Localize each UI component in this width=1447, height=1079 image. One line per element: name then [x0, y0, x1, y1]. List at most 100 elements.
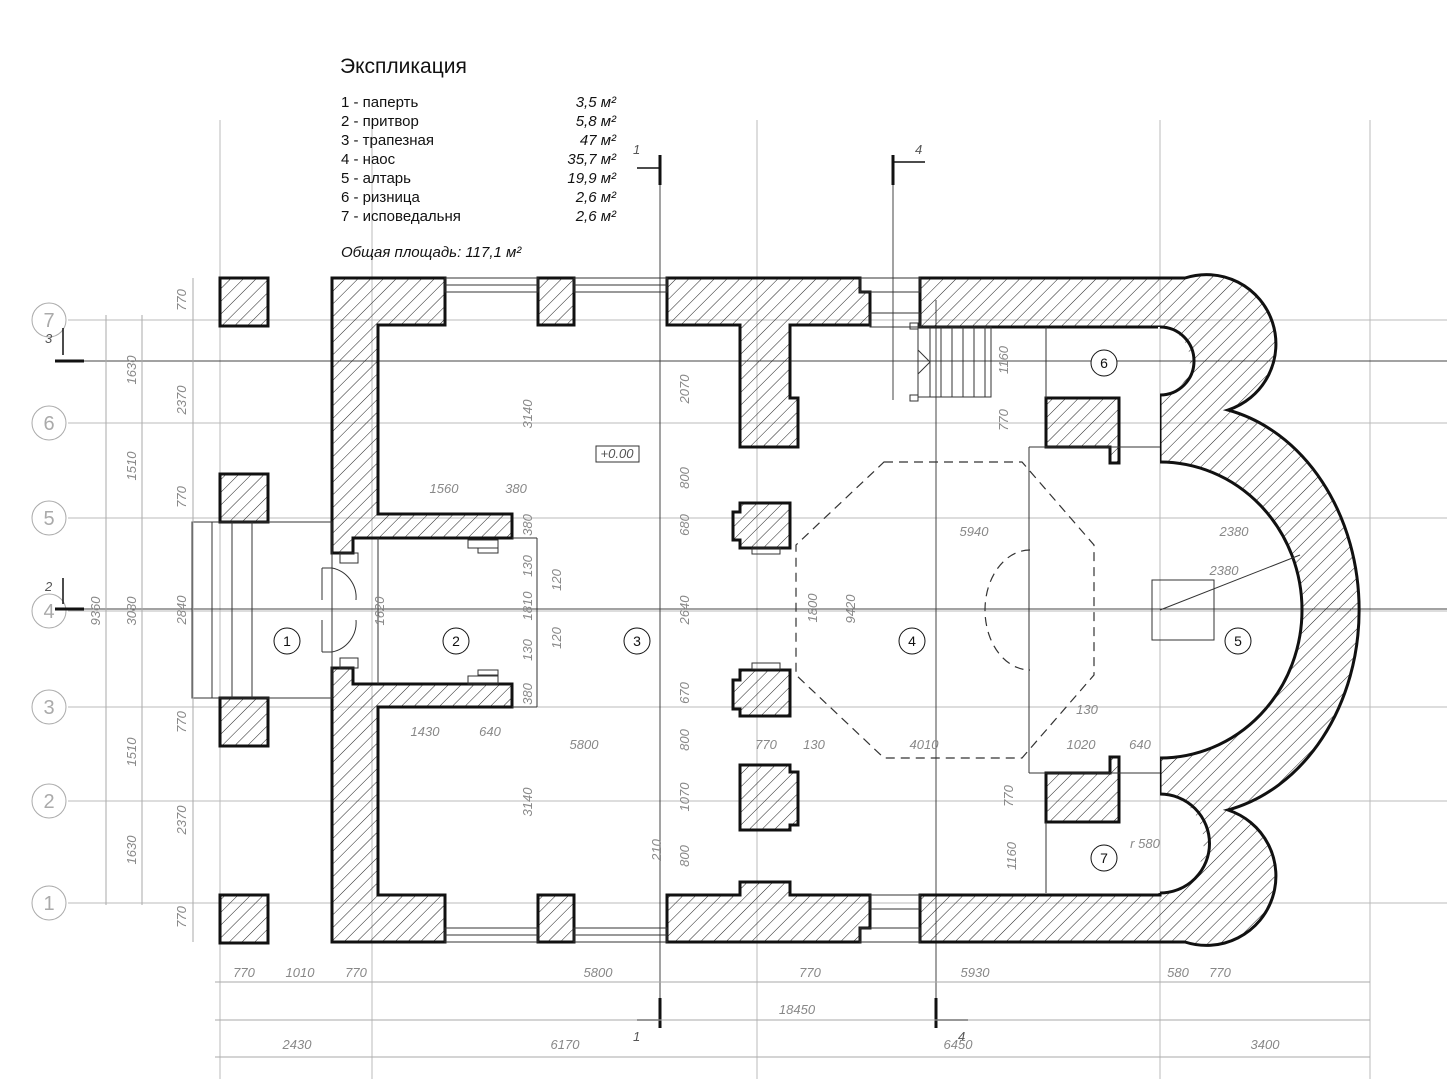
axis-label: 7 [43, 310, 54, 332]
dimension-text: 380 [520, 513, 535, 535]
axis-bubble [31, 689, 67, 725]
section-1-bottom: 1 [633, 1029, 640, 1044]
dome-projection [795, 461, 1095, 759]
wall-south-main [665, 880, 872, 944]
wall-west-lower [330, 666, 514, 944]
dimension-text: 18450 [779, 1002, 816, 1017]
dimension-text: 5800 [584, 965, 614, 980]
explication-item-name: 3 - трапезная [341, 132, 434, 149]
dimension-text: 1160 [996, 345, 1011, 374]
pier-south-1 [536, 893, 576, 944]
pier-mid-top [731, 501, 792, 550]
dimension-text: 120 [549, 568, 564, 590]
room-number: 5 [1234, 633, 1242, 649]
dimension-text: 130 [1076, 702, 1098, 717]
axis-bubble [31, 405, 67, 441]
dimension-text: 770 [345, 965, 367, 980]
dimension-text: 3140 [520, 787, 535, 817]
axis-label: 1 [43, 893, 54, 915]
dimension-text: 1630 [124, 835, 139, 865]
dimension-text: 770 [996, 408, 1011, 430]
section-labels: 1 4 1 4 3 2 [44, 142, 965, 1044]
dimension-text: 130 [803, 737, 825, 752]
explication-item-name: 5 - алтарь [341, 170, 411, 187]
room-number: 6 [1100, 355, 1108, 371]
dimension-text: 210 [649, 838, 664, 861]
dimension-text: 5930 [961, 965, 991, 980]
room-number-circle [1090, 349, 1118, 377]
dimension-text: 580 [1167, 965, 1189, 980]
explication-item-area: 2,6 м² [575, 189, 617, 206]
dimension-text: 770 [755, 737, 777, 752]
explication-item-name: 6 - ризница [341, 189, 421, 206]
stair [909, 322, 992, 402]
axis-bubble [31, 593, 67, 629]
windows [444, 277, 921, 943]
wall-east-apse [918, 273, 1361, 947]
pier-north-1 [536, 276, 576, 327]
axis-label: 5 [43, 508, 54, 530]
dimension-text: 3140 [520, 399, 535, 429]
dimension-text: 770 [174, 905, 189, 927]
porch-column-4 [218, 893, 270, 945]
room-number: 3 [633, 633, 641, 649]
pier-altar-south [1044, 755, 1121, 824]
dimension-text: 1010 [286, 965, 316, 980]
axis-label: 6 [43, 413, 54, 435]
dimension-text: 640 [479, 724, 501, 739]
dimension-text: 130 [520, 638, 535, 660]
axis-label: 3 [43, 697, 54, 719]
pier-mid-bottom [731, 668, 792, 718]
room-number: 4 [908, 633, 916, 649]
explication-item-area: 5,8 м² [576, 113, 617, 130]
radiators [339, 539, 781, 685]
dimension-text: 770 [174, 485, 189, 507]
dimension-text: 770 [174, 288, 189, 310]
dimension-text: 1430 [411, 724, 441, 739]
level-mark-text: +0.00 [601, 446, 635, 461]
dimension-text: 1800 [805, 593, 820, 623]
room-number-circle [1224, 627, 1252, 655]
dimension-text: 800 [677, 466, 692, 488]
section-2-label: 2 [44, 579, 53, 594]
axis-bubble [31, 500, 67, 536]
level-mark: +0.00 [595, 445, 640, 463]
pier-south-inner [738, 763, 800, 832]
dimension-text: 2370 [174, 385, 189, 416]
dimension-text: 3080 [124, 596, 139, 626]
axis-label: 4 [43, 601, 54, 623]
porch-column-1 [218, 276, 270, 328]
axis-bubble [31, 783, 67, 819]
dimension-text: 5940 [960, 524, 990, 539]
dimension-text: 1560 [430, 481, 460, 496]
dimension-text: 120 [549, 626, 564, 648]
axis-bubbles: 7 6 5 4 3 2 1 [31, 302, 67, 921]
room-number: 1 [283, 633, 291, 649]
room-number-circle [898, 627, 926, 655]
wall-north-main [665, 276, 872, 449]
section-4-top: 4 [915, 142, 922, 157]
explication-item-area: 35,7 м² [567, 151, 617, 168]
dimension-text: 6450 [944, 1037, 974, 1052]
dimension-text: 130 [520, 554, 535, 576]
dimension-text: 380 [520, 682, 535, 704]
section-1-top: 1 [633, 142, 640, 157]
explication-item-name: 1 - паперть [341, 94, 418, 111]
dimension-text: 800 [677, 728, 692, 750]
room-number: 7 [1100, 850, 1108, 866]
dimension-text: 6170 [551, 1037, 581, 1052]
explication-title: Экспликация [340, 55, 467, 78]
dimension-text: 1020 [1067, 737, 1097, 752]
dimension-text: 2840 [174, 595, 189, 626]
dimension-text: 9420 [843, 594, 858, 624]
apse-outline [1159, 325, 1304, 895]
dimension-text: 2430 [282, 1037, 313, 1052]
dimension-text: 770 [1001, 784, 1016, 806]
porch [191, 521, 357, 699]
section-4-bottom: 4 [958, 1029, 965, 1044]
dimension-text: 670 [677, 681, 692, 703]
dimension-text: 1070 [677, 782, 692, 812]
explication-item-name: 2 - притвор [341, 113, 419, 130]
